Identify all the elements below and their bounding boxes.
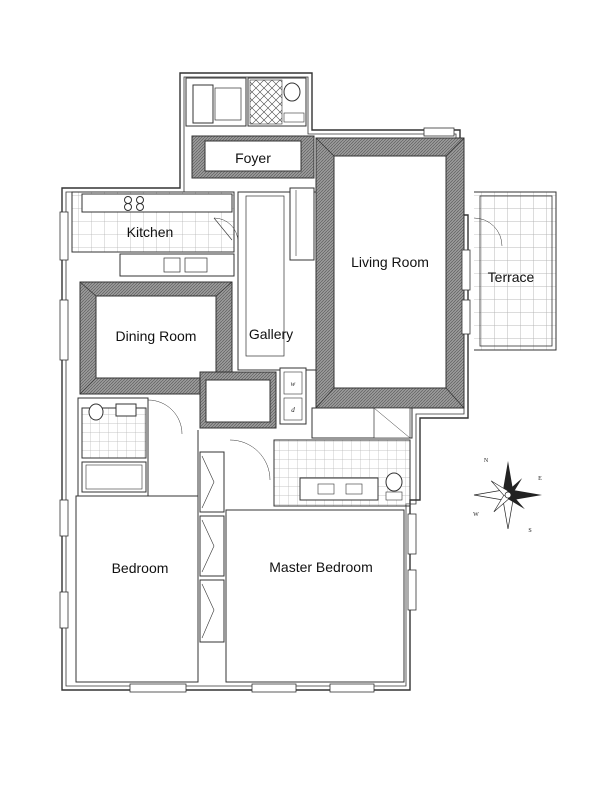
gallery-area: [199, 187, 317, 429]
living-room: [333, 155, 447, 389]
compass-east-label: E: [538, 476, 542, 482]
wardrobe-closets: [199, 451, 225, 643]
compass-west-label: W: [473, 512, 479, 518]
living-cornice-corners: [315, 137, 465, 409]
foyer-room: [204, 140, 302, 172]
master-bath: [229, 407, 413, 507]
master-bedroom-label: Master Bedroom: [269, 559, 372, 575]
entry-block: [185, 77, 307, 127]
kitchen-area: [71, 191, 239, 277]
washer-mark: w: [291, 380, 296, 388]
kitchen-label: Kitchen: [127, 224, 174, 240]
dining-room-label: Dining Room: [116, 328, 197, 344]
master-bedroom: [225, 509, 405, 683]
bedroom-label: Bedroom: [112, 560, 169, 576]
terrace-area: [473, 191, 557, 351]
terrace-label: Terrace: [488, 269, 535, 285]
foyer-label: Foyer: [235, 150, 271, 166]
dryer-mark: d: [291, 406, 295, 414]
bedroom-area: [75, 430, 199, 683]
compass-north-label: N: [484, 458, 489, 464]
dining-room: [95, 295, 217, 379]
living-room-label: Living Room: [351, 254, 429, 270]
compass-south-label: S: [528, 528, 531, 534]
small-bath: [77, 397, 183, 497]
gallery-label: Gallery: [249, 326, 293, 342]
windows: [59, 127, 471, 693]
compass-rose-icon: [473, 461, 542, 530]
